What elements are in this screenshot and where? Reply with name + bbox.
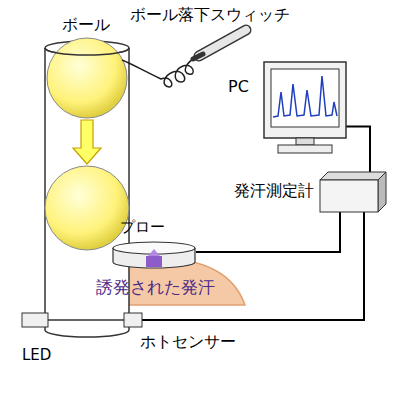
- meter-side: [378, 172, 386, 212]
- ball-falling: [45, 166, 129, 250]
- switch-cord: [122, 58, 195, 87]
- node-label: ホトセンサー: [140, 333, 236, 351]
- monitor-neck: [296, 138, 314, 145]
- sweat-waveform: [273, 76, 337, 117]
- ball-top: [47, 38, 127, 118]
- led-shape: [22, 313, 48, 327]
- led: LED: [22, 313, 48, 327]
- monitor-bezel: [264, 62, 346, 138]
- tube-rim-front: [45, 48, 129, 55]
- switch-label: ボール落下スウィッチ: [130, 6, 290, 24]
- monitor-screen: [271, 69, 339, 127]
- sweat-arrow: [148, 249, 160, 256]
- sweat-drop: [146, 256, 162, 267]
- sweat-label: 誘発された発汗: [96, 278, 215, 298]
- meter-front: [320, 180, 378, 212]
- meter-top: [320, 172, 386, 180]
- sensor-body: [124, 313, 142, 327]
- node-label: LED: [22, 347, 51, 364]
- ball-drop-switch: [122, 30, 246, 87]
- probe: プロー: [112, 240, 196, 268]
- light-beam: [48, 319, 124, 321]
- fall-arrow: [73, 120, 101, 164]
- photo-sensor-shape: [124, 313, 142, 327]
- switch-tip: [193, 54, 203, 59]
- switch-outline: [199, 30, 246, 56]
- monitor-base: [278, 145, 332, 153]
- sweat-meter: 発汗測定計: [320, 172, 386, 212]
- pc-monitor: PC: [264, 62, 346, 154]
- node-label: 発汗測定計: [234, 182, 314, 200]
- node-label: プロー: [120, 219, 165, 236]
- switch-body: [199, 30, 246, 56]
- photo-sensor: ホトセンサー: [124, 313, 142, 327]
- signal-cable: [196, 212, 340, 252]
- signal-cable: [346, 126, 370, 172]
- led-body: [22, 313, 48, 327]
- sweat-meter-shape: [320, 172, 386, 212]
- node-label: PC: [228, 78, 249, 96]
- pc-monitor-shape: [264, 62, 346, 154]
- probe-shape: [112, 240, 196, 268]
- ball-label: ボール: [62, 16, 110, 34]
